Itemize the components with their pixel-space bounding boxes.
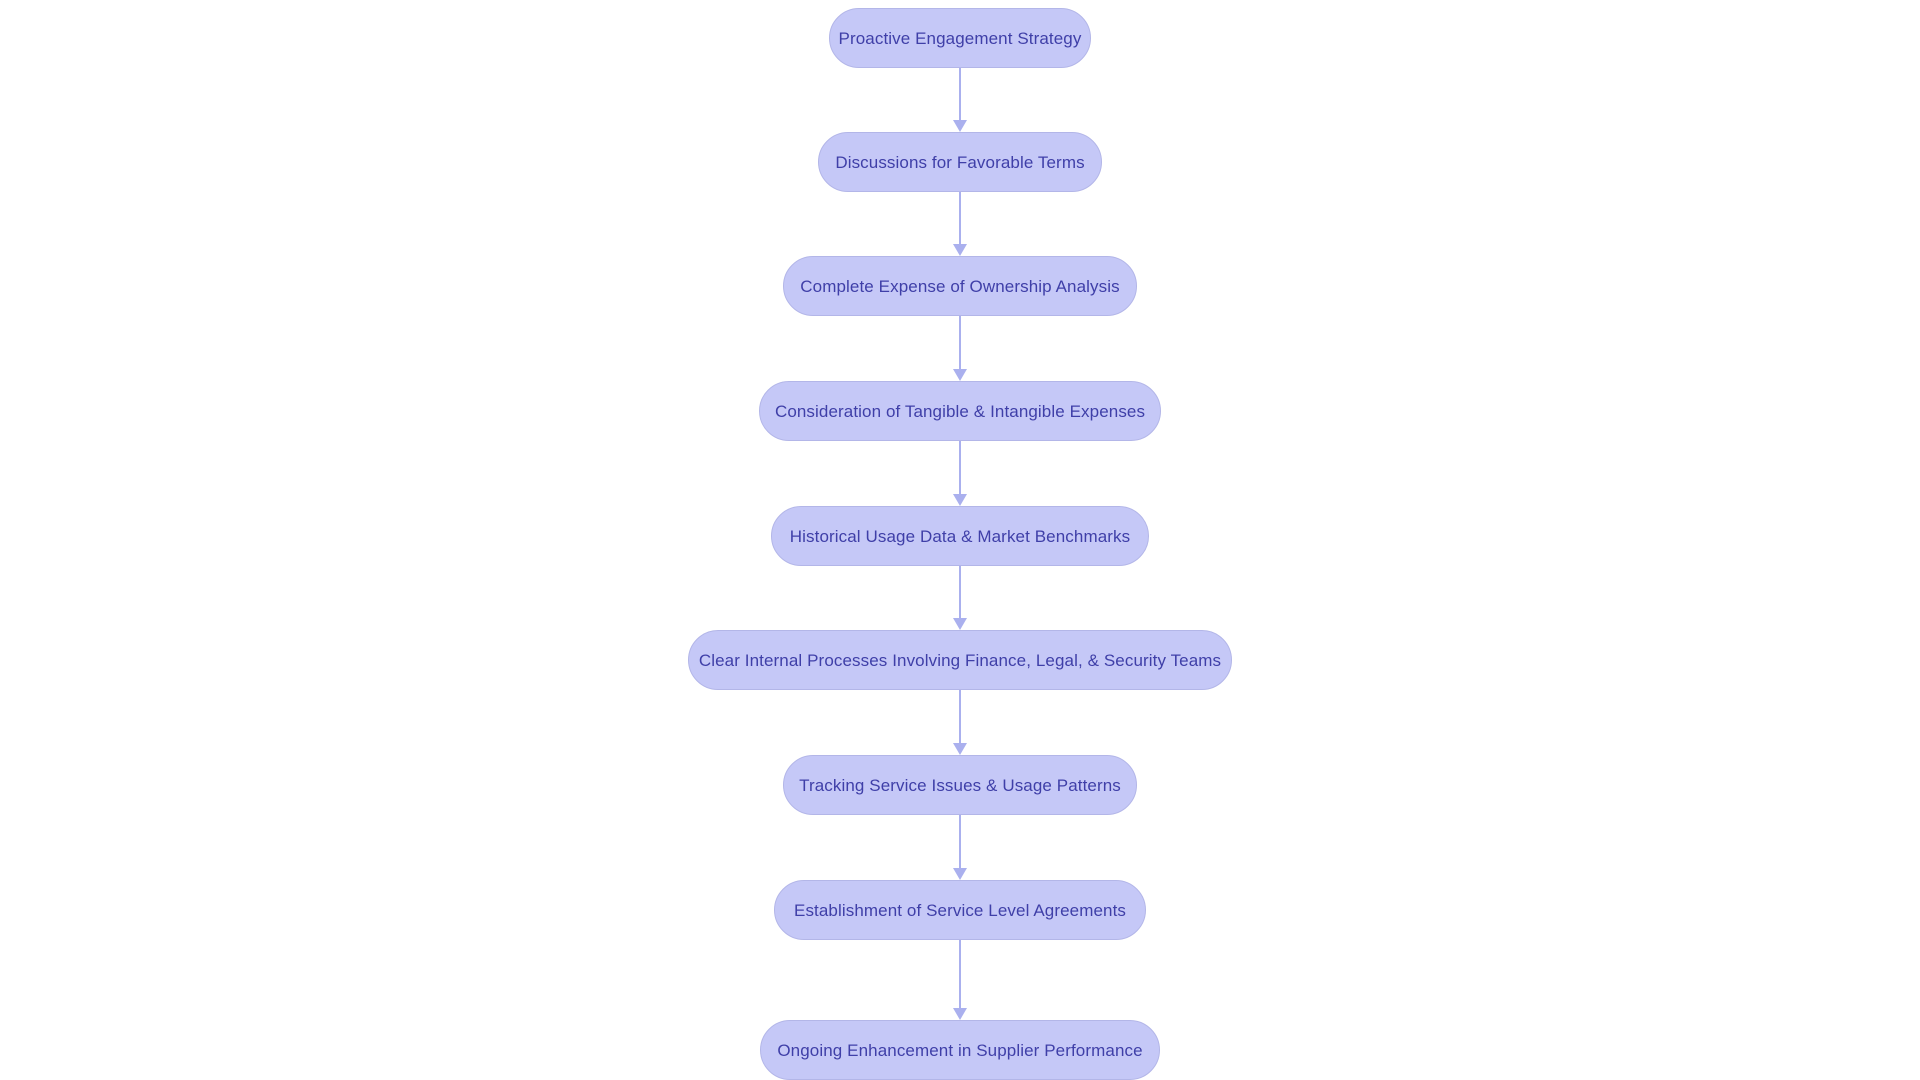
flowchart-node[interactable]: Clear Internal Processes Involving Finan… [688, 630, 1232, 690]
connector-line [959, 441, 961, 495]
flowchart-node[interactable]: Historical Usage Data & Market Benchmark… [771, 506, 1149, 566]
flowchart-node-label: Proactive Engagement Strategy [838, 28, 1082, 48]
arrow-down-icon [953, 743, 967, 755]
flowchart-node[interactable]: Proactive Engagement Strategy [829, 8, 1091, 68]
arrow-down-icon [953, 1008, 967, 1020]
flowchart-node[interactable]: Discussions for Favorable Terms [818, 132, 1102, 192]
flow-connector [952, 441, 968, 506]
connector-line [959, 316, 961, 370]
flowchart-node-label: Discussions for Favorable Terms [835, 152, 1085, 172]
flow-connector [952, 566, 968, 630]
flow-connector [952, 316, 968, 381]
arrow-down-icon [953, 369, 967, 381]
connector-line [959, 68, 961, 121]
flowchart-node[interactable]: Tracking Service Issues & Usage Patterns [783, 755, 1137, 815]
arrow-down-icon [953, 120, 967, 132]
connector-line [959, 815, 961, 869]
flowchart-node-label: Complete Expense of Ownership Analysis [800, 276, 1120, 296]
flowchart-node[interactable]: Ongoing Enhancement in Supplier Performa… [760, 1020, 1160, 1080]
connector-line [959, 940, 961, 1009]
flow-connector [952, 192, 968, 256]
flowchart-node-label: Establishment of Service Level Agreement… [794, 900, 1126, 920]
arrow-down-icon [953, 244, 967, 256]
flowchart-node-label: Clear Internal Processes Involving Finan… [698, 650, 1222, 670]
connector-line [959, 690, 961, 744]
flow-connector [952, 815, 968, 880]
flowchart-node[interactable]: Establishment of Service Level Agreement… [774, 880, 1146, 940]
arrow-down-icon [953, 868, 967, 880]
connector-line [959, 566, 961, 619]
arrow-down-icon [953, 618, 967, 630]
flowchart-node-label: Consideration of Tangible & Intangible E… [774, 401, 1146, 421]
flow-connector [952, 68, 968, 132]
arrow-down-icon [953, 494, 967, 506]
flow-connector [952, 940, 968, 1020]
flowchart-node-label: Tracking Service Issues & Usage Patterns [799, 775, 1121, 795]
flowchart-node-label: Ongoing Enhancement in Supplier Performa… [777, 1040, 1143, 1060]
connector-line [959, 192, 961, 245]
flowchart-node-label: Historical Usage Data & Market Benchmark… [789, 526, 1131, 546]
flowchart-node[interactable]: Complete Expense of Ownership Analysis [783, 256, 1137, 316]
flowchart-node[interactable]: Consideration of Tangible & Intangible E… [759, 381, 1161, 441]
flow-connector [952, 690, 968, 755]
